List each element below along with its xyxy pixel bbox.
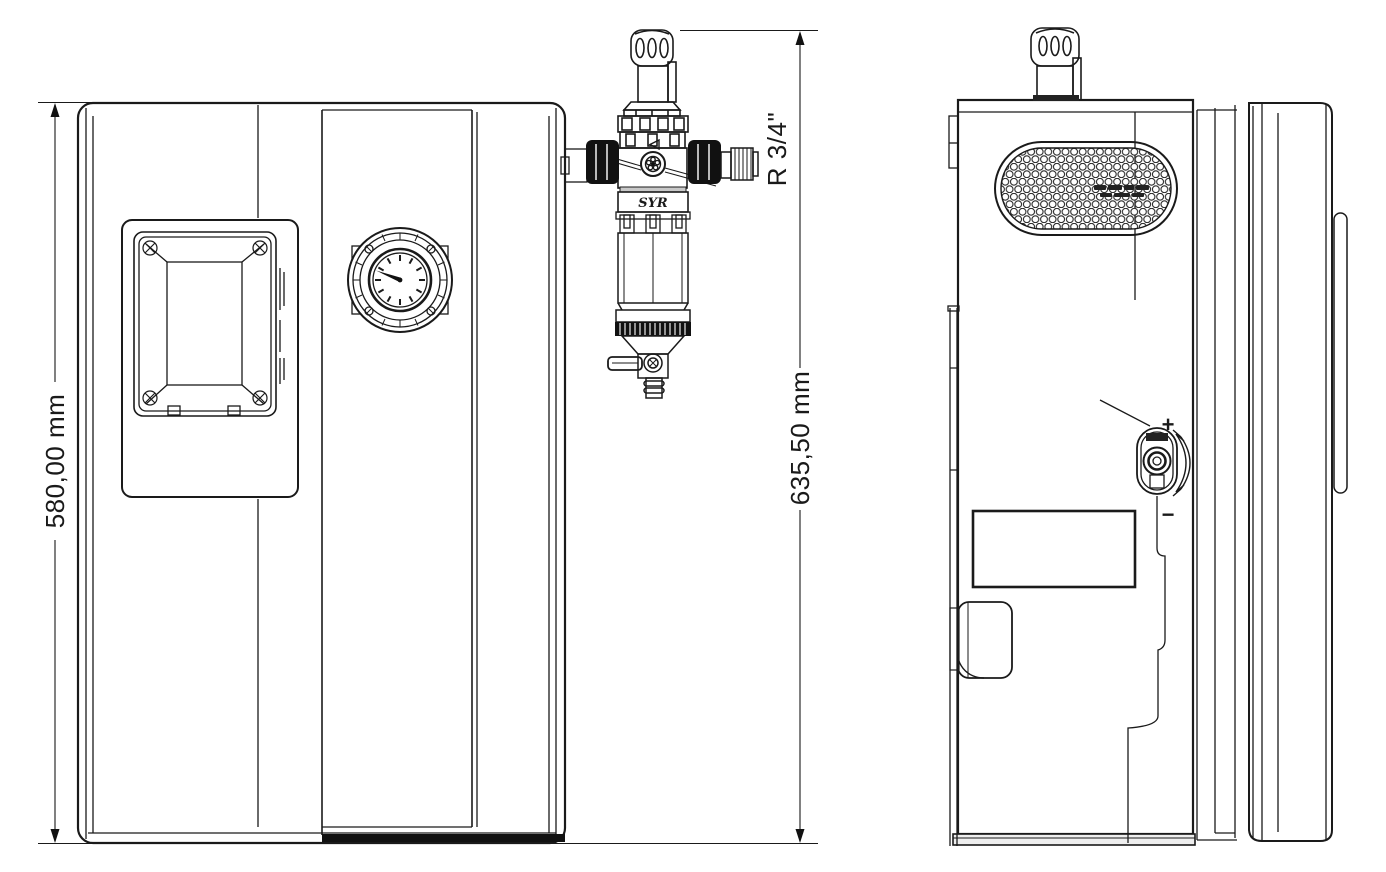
filter-union-nut-right xyxy=(688,140,721,184)
side-vent-grille xyxy=(994,141,1178,236)
thread-size-label: R 3/4" xyxy=(762,112,792,186)
dim-arrow-up-icon xyxy=(50,103,60,117)
body-step-contour xyxy=(1127,496,1166,843)
filter-spring-nut xyxy=(617,115,689,133)
gauge-needle xyxy=(376,270,401,283)
window-assembly xyxy=(121,219,299,498)
side-connector xyxy=(949,601,1013,679)
minus-label: − xyxy=(1162,502,1175,527)
flow-direction-arrow xyxy=(648,138,660,151)
side-door-panel xyxy=(1196,102,1348,842)
display-screen xyxy=(166,261,243,386)
gauge-knurl xyxy=(353,233,447,327)
rotation-arrow-icon xyxy=(1172,429,1191,497)
front-view xyxy=(76,101,588,845)
filter-bowl xyxy=(607,232,691,399)
mounting-rail xyxy=(947,115,960,846)
drain-valve xyxy=(607,353,669,379)
front-cabinet-outline xyxy=(76,101,567,845)
vent-embossed-mark xyxy=(1094,185,1149,197)
dim-arrow-down-icon xyxy=(795,829,805,843)
plus-label: + xyxy=(1162,412,1175,437)
filter-assembly: SYR xyxy=(586,29,759,399)
side-top-knob xyxy=(1030,27,1082,101)
filter-knurled-ring xyxy=(615,322,691,336)
filter-union-nut-left xyxy=(586,140,619,184)
type-label-plate xyxy=(971,509,1137,589)
side-view: + − xyxy=(947,27,1348,846)
side-base xyxy=(952,833,1196,846)
pressure-gauge xyxy=(347,227,453,333)
dimension-label-body-height: 580,00 mm xyxy=(40,394,70,529)
filter-adjustment-cap xyxy=(622,29,682,117)
brand-logo-text: SYR xyxy=(638,196,668,211)
dimension-label-overall-height: 635,50 mm xyxy=(785,371,815,506)
dim-arrow-down-icon xyxy=(50,829,60,843)
dim-arrow-up-icon xyxy=(795,31,805,45)
filter-connection-thread xyxy=(720,147,759,181)
outlet-pipe-stub xyxy=(560,148,588,183)
adjustment-knob: + − xyxy=(1136,412,1191,527)
corner-screws xyxy=(142,240,268,406)
drain-hose-barb xyxy=(643,377,665,399)
gauge-ticks xyxy=(375,255,425,305)
front-base-shadow xyxy=(322,834,565,842)
filter-clip-ring xyxy=(615,211,691,234)
door-handle-groove xyxy=(1333,212,1348,494)
dimension-height-body: 580,00 mm xyxy=(38,101,818,845)
dimension-height-overall: 635,50 mm xyxy=(680,29,818,843)
filter-dial xyxy=(640,151,666,177)
